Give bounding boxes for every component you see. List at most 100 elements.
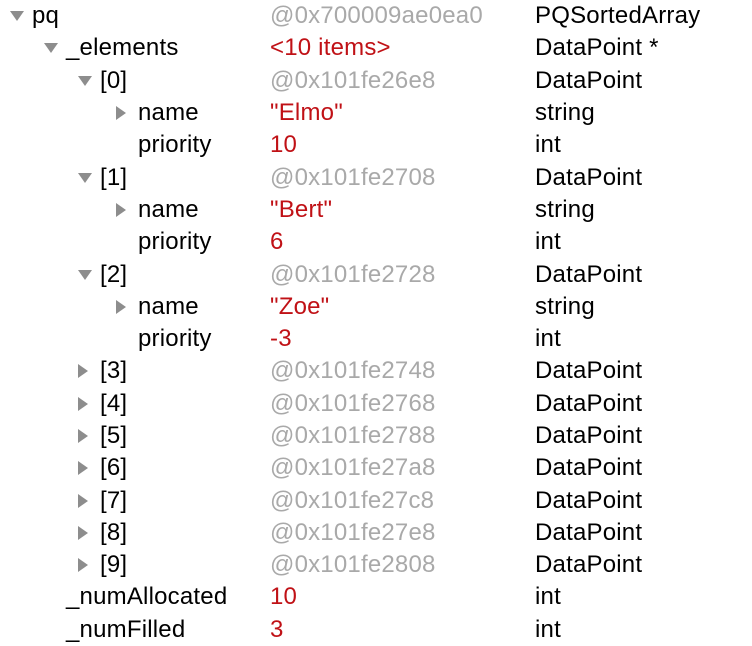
tree-indent (0, 274, 78, 275)
disclosure-collapsed-icon[interactable] (78, 558, 100, 573)
disclosure-collapsed-icon[interactable] (116, 299, 138, 314)
variable-name: [8] (100, 518, 128, 546)
variable-row[interactable]: _numFilled 3 int (0, 614, 752, 646)
disclosure-collapsed-icon[interactable] (78, 364, 100, 379)
variable-name: _numAllocated (66, 583, 228, 611)
variable-name-cell: [2] (0, 261, 270, 289)
variable-value: "Elmo" (270, 99, 343, 127)
variable-type: PQSortedArray (535, 2, 701, 30)
variable-row[interactable]: name "Zoe" string (0, 291, 752, 323)
variable-value: @0x101fe2728 (270, 260, 436, 288)
disclosure-expanded-icon[interactable] (10, 11, 32, 22)
variable-name-cell: _numAllocated (0, 583, 270, 611)
tree-indent (0, 597, 44, 598)
disclosure-collapsed-icon[interactable] (78, 461, 100, 476)
variable-row[interactable]: [4] @0x101fe2768 DataPoint (0, 388, 752, 420)
variable-value: @0x101fe2808 (270, 551, 436, 579)
variable-name-cell: [1] (0, 164, 270, 192)
variable-name: [1] (100, 163, 128, 191)
variable-row[interactable]: [0] @0x101fe26e8 DataPoint (0, 65, 752, 97)
tree-indent (0, 48, 44, 49)
variable-name-cell: name (0, 196, 270, 224)
disclosure-collapsed-icon[interactable] (78, 429, 100, 443)
variable-type: DataPoint (535, 260, 643, 288)
tree-indent (0, 468, 78, 469)
variable-type: DataPoint (535, 357, 643, 385)
variable-type: string (535, 292, 595, 320)
variable-name: [0] (100, 66, 128, 94)
variable-row[interactable]: pq @0x700009ae0ea0 PQSortedArray (0, 0, 752, 32)
variable-type: DataPoint (535, 551, 643, 579)
tree-indent (0, 565, 78, 566)
disclosure-expanded-icon[interactable] (78, 172, 100, 183)
disclosure-collapsed-icon[interactable] (116, 202, 138, 217)
variable-name: [2] (100, 260, 128, 288)
variable-name: [5] (100, 422, 128, 449)
variable-value: @0x101fe2788 (270, 422, 436, 449)
variable-name-cell: name (0, 293, 270, 321)
variable-value: @0x700009ae0ea0 (270, 2, 483, 30)
variable-name-cell: [6] (0, 454, 270, 482)
disclosure-collapsed-icon[interactable] (78, 493, 100, 508)
variable-name-cell: [4] (0, 390, 270, 418)
variable-row[interactable]: _numAllocated 10 int (0, 581, 752, 613)
disclosure-collapsed-icon[interactable] (116, 106, 138, 121)
variable-row[interactable]: priority 6 int (0, 226, 752, 258)
tree-indent (0, 80, 78, 81)
variable-value: 10 (270, 583, 298, 611)
variable-type: DataPoint (535, 454, 643, 482)
variable-row[interactable]: priority 10 int (0, 129, 752, 161)
tree-indent (0, 403, 78, 404)
variable-name: [6] (100, 454, 128, 482)
variable-row[interactable]: _elements <10 items> DataPoint * (0, 32, 752, 64)
variable-type: DataPoint (535, 422, 643, 449)
variable-name-cell: name (0, 99, 270, 127)
variable-name: [9] (100, 551, 128, 579)
variable-type: int (535, 615, 561, 643)
disclosure-collapsed-icon[interactable] (78, 525, 100, 540)
variable-name-cell: priority (0, 228, 270, 256)
disclosure-expanded-icon[interactable] (44, 43, 66, 54)
variable-name-cell: [0] (0, 67, 270, 95)
variable-value: "Zoe" (270, 292, 330, 320)
tree-indent (0, 177, 78, 178)
variable-name-cell: _elements (0, 34, 270, 62)
variable-name: name (138, 99, 199, 127)
variable-type: int (535, 583, 561, 611)
variable-row[interactable]: [1] @0x101fe2708 DataPoint (0, 161, 752, 193)
variable-name: [3] (100, 357, 128, 385)
variable-name: name (138, 292, 199, 320)
disclosure-expanded-icon[interactable] (78, 269, 100, 280)
variable-row[interactable]: priority -3 int (0, 323, 752, 355)
disclosure-expanded-icon[interactable] (78, 75, 100, 86)
tree-indent (0, 145, 116, 146)
variable-name: name (138, 195, 199, 223)
tree-indent (0, 242, 116, 243)
variable-name: priority (138, 325, 212, 353)
variable-name: priority (138, 131, 212, 159)
variable-name: [4] (100, 389, 128, 417)
variable-row[interactable]: [2] @0x101fe2728 DataPoint (0, 258, 752, 290)
variable-row[interactable]: [5] @0x101fe2788 DataPoint (0, 420, 752, 452)
variable-row[interactable]: name "Bert" string (0, 194, 752, 226)
variable-type: DataPoint * (535, 34, 659, 62)
variable-row[interactable]: [6] @0x101fe27a8 DataPoint (0, 452, 752, 484)
variable-name-cell: [5] (0, 422, 270, 450)
variable-row[interactable]: [8] @0x101fe27e8 DataPoint (0, 517, 752, 549)
tree-indent (0, 113, 116, 114)
variable-value: @0x101fe2768 (270, 389, 436, 417)
variable-row[interactable]: [3] @0x101fe2748 DataPoint (0, 355, 752, 387)
variable-name-cell: priority (0, 325, 270, 353)
tree-indent (0, 209, 116, 210)
variable-value: @0x101fe27c8 (270, 486, 435, 514)
variable-value: @0x101fe27e8 (270, 518, 436, 546)
variable-row[interactable]: [7] @0x101fe27c8 DataPoint (0, 484, 752, 516)
variable-row[interactable]: name "Elmo" string (0, 97, 752, 129)
variable-row[interactable]: [9] @0x101fe2808 DataPoint (0, 549, 752, 581)
variable-value: @0x101fe27a8 (270, 454, 436, 482)
variable-value: -3 (270, 325, 292, 353)
variable-value: @0x101fe2748 (270, 357, 436, 385)
disclosure-collapsed-icon[interactable] (78, 396, 100, 411)
tree-indent (0, 371, 78, 372)
